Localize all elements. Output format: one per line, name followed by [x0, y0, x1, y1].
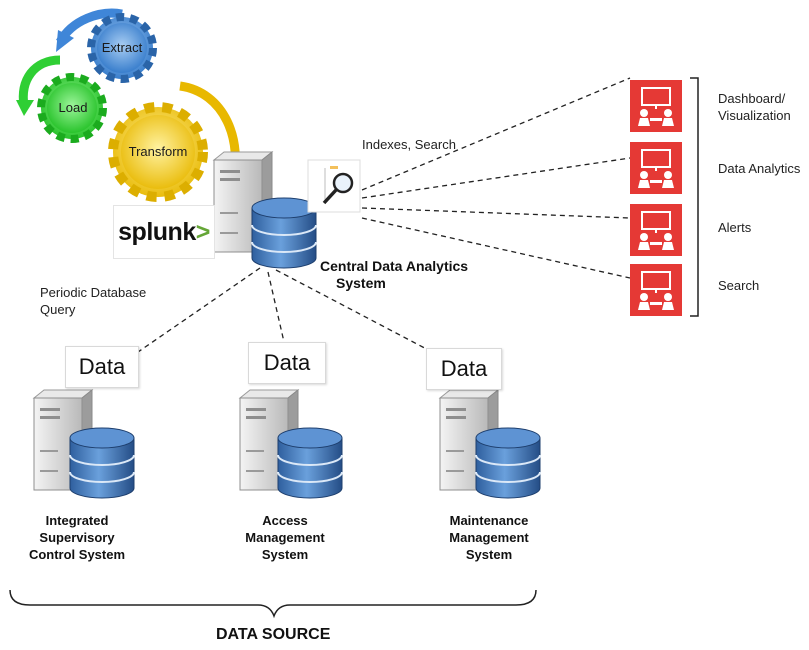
data-analytics-icon: [629, 141, 683, 195]
source-label-access-management: Access Management System: [245, 513, 325, 562]
splunk-logo: splunk>: [113, 205, 215, 259]
load-arrow-icon: [18, 55, 61, 107]
source-server-2-icon: [239, 389, 343, 499]
central-system-title: Central Data Analytics System: [320, 258, 469, 291]
outputs-bracket: [690, 77, 699, 317]
data-box-1: Data: [65, 346, 139, 388]
output-label-data-analytics: Data Analytics: [718, 161, 801, 176]
output-label-search: Search: [718, 278, 760, 293]
dashboard-icon: [629, 79, 683, 133]
data-box-3: Data: [426, 348, 502, 390]
output-label-alerts: Alerts: [718, 220, 752, 235]
source-label-integrated-supervisory: Integrated Supervisory Control System: [28, 513, 126, 562]
central-server-icon: [213, 151, 317, 269]
source-server-1-icon: [33, 389, 135, 499]
transform-label: Transform: [128, 144, 188, 159]
source-label-maintenance-management: Maintenance Management System: [449, 513, 529, 562]
extract-label: Extract: [101, 40, 143, 55]
load-label: Load: [58, 100, 88, 115]
output-label-dashboard: Dashboard/ Visualization: [718, 91, 791, 123]
search-output-icon: [629, 263, 683, 317]
data-source-brace: [9, 589, 537, 619]
indexes-search-label: Indexes, Search: [362, 137, 456, 152]
data-box-2: Data: [248, 342, 326, 384]
transform-gear-icon: [108, 102, 208, 202]
source-server-3-icon: [439, 389, 541, 499]
periodic-query-label: Periodic Database Query: [40, 285, 147, 317]
extract-gear-icon: [87, 13, 157, 83]
load-gear-icon: [37, 73, 107, 143]
data-source-title: DATA SOURCE: [216, 626, 331, 643]
alerts-icon: [629, 203, 683, 257]
etl-gears: [16, 8, 242, 204]
search-magnifier-icon: [307, 159, 361, 213]
connector-lines: [137, 77, 631, 355]
